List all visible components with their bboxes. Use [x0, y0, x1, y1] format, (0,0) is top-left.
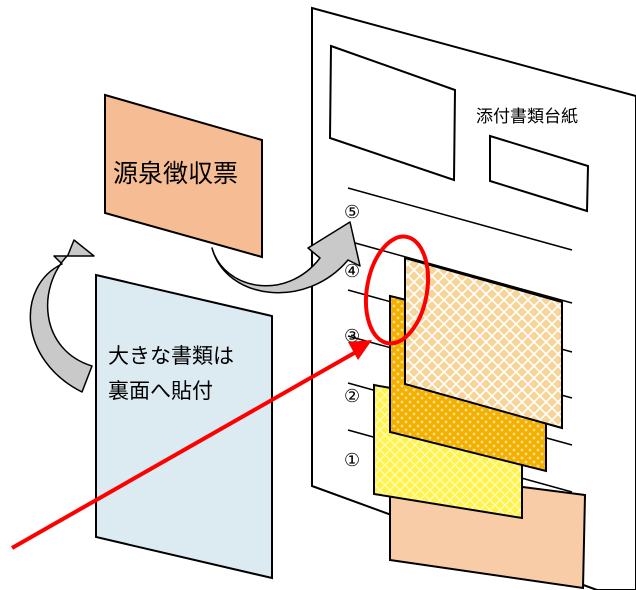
sheet-number-1: ① — [344, 450, 360, 471]
large-document-line1: 大きな書類は — [108, 344, 234, 368]
red-pointer-arrowhead — [348, 340, 372, 360]
flip-arrow — [29, 239, 95, 393]
curved-arrow-to-sheet — [211, 221, 361, 294]
large-document: 大きな書類は 裏面へ貼付 — [95, 273, 273, 580]
red-pointer-arrow — [11, 350, 357, 550]
sheet-line-4 — [347, 240, 573, 304]
withholding-slip: 源泉徴収票 — [104, 93, 263, 259]
attached-doc-4 — [404, 256, 563, 430]
sheet-number-2: ② — [344, 386, 360, 407]
withholding-slip-label: 源泉徴収票 — [113, 159, 238, 188]
sheet-number-5: ⑤ — [344, 202, 360, 223]
large-document-shape — [95, 273, 273, 580]
large-document-line2: 裏面へ貼付 — [108, 379, 213, 403]
sheet-box-right — [489, 134, 590, 213]
sheet-box-left — [328, 44, 457, 182]
sheet-number-4: ④ — [344, 261, 360, 282]
withholding-slip-shape — [104, 93, 263, 259]
sheet-line-5 — [347, 187, 573, 251]
sheet-title: 添付書類台紙 — [476, 107, 578, 127]
highlight-circle — [364, 234, 430, 346]
